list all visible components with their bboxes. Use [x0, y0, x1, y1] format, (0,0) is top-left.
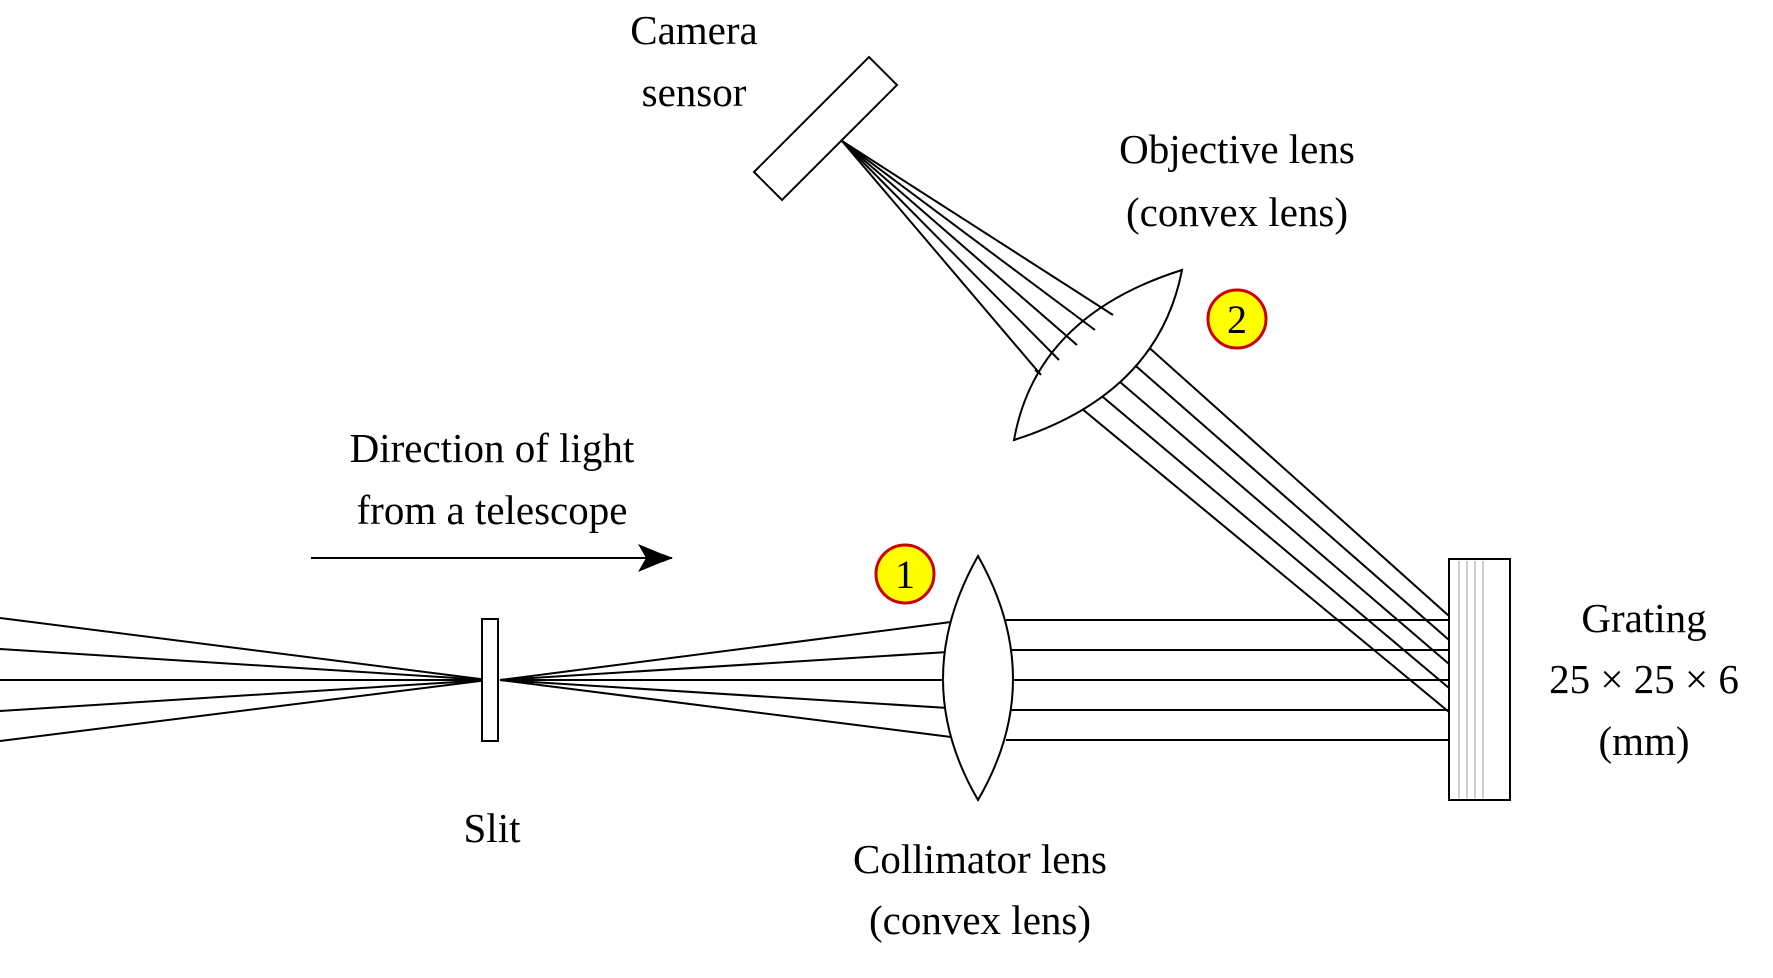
collimator-label-line2: (convex lens): [869, 897, 1091, 943]
objective-label-line2: (convex lens): [1126, 189, 1348, 235]
grating-label-line1: Grating: [1581, 595, 1706, 641]
grating-label-line2: 25 × 25 × 6: [1549, 656, 1739, 702]
direction-label-line2: from a telescope: [357, 487, 628, 533]
focused-rays: [841, 140, 1114, 376]
diverging-rays: [499, 621, 952, 738]
diffracted-rays: [1034, 309, 1450, 713]
grating: [1448, 558, 1511, 801]
slit-label: Slit: [464, 805, 522, 851]
slit: [481, 618, 499, 742]
collimated-rays: [1006, 619, 1449, 741]
direction-arrowhead: [638, 544, 672, 572]
objective-lens: [1012, 268, 1184, 442]
collimator-lens: [942, 553, 1014, 802]
direction-label-line1: Direction of light: [350, 425, 635, 471]
camera-sensor: [752, 55, 899, 202]
incoming-rays: [0, 617, 489, 742]
marker-2: 2: [1206, 288, 1268, 350]
marker-1-text: 1: [895, 552, 915, 597]
camera-label-line2: sensor: [642, 69, 747, 115]
marker-2-text: 2: [1227, 297, 1247, 342]
grating-label-line3: (mm): [1598, 718, 1689, 764]
marker-1: 1: [874, 543, 936, 605]
camera-label-line1: Camera: [630, 7, 757, 53]
objective-label-line1: Objective lens: [1119, 126, 1355, 172]
collimator-label-line1: Collimator lens: [853, 836, 1107, 882]
